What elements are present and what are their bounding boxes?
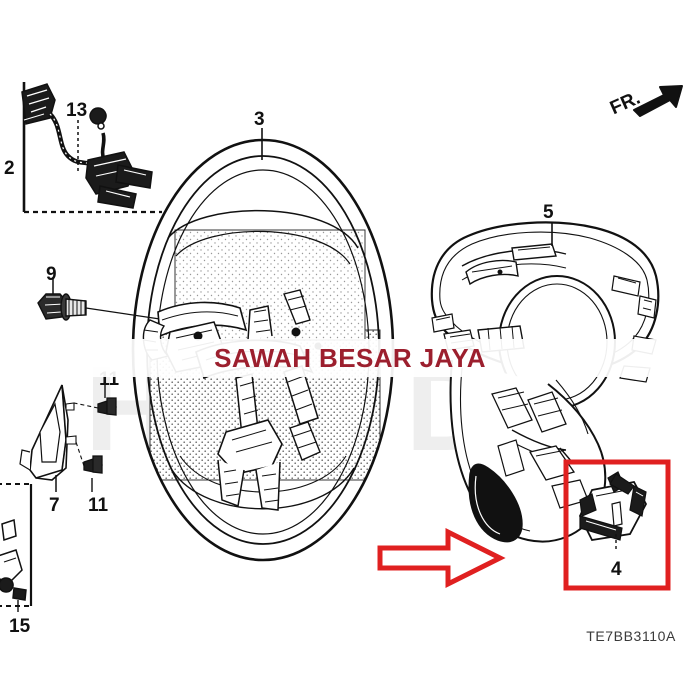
fr-arrow-icon xyxy=(633,85,683,117)
callout-2: 2 xyxy=(4,158,15,179)
part-7-garnish-cover xyxy=(19,384,77,492)
red-arrow xyxy=(377,527,506,589)
callout-9: 9 xyxy=(46,264,57,285)
callout-13: 13 xyxy=(66,100,88,121)
callout-4: 4 xyxy=(611,559,622,580)
callout-15: 15 xyxy=(9,616,31,637)
callout-11-lower: 11 xyxy=(88,495,109,516)
part-code-label: TE7BB3110A xyxy=(586,628,676,644)
part-3-steering-wheel xyxy=(131,128,395,562)
callout-3: 3 xyxy=(254,109,265,130)
part-4-bracket xyxy=(579,471,648,552)
part-13-harness xyxy=(21,83,153,209)
part-11-screws xyxy=(73,380,117,492)
group-box-15 xyxy=(0,483,33,607)
callout-5: 5 xyxy=(543,202,554,223)
part-15-clip xyxy=(0,518,27,612)
highlight-box xyxy=(563,459,671,591)
callout-7: 7 xyxy=(49,495,60,516)
callout-11-upper: 11 xyxy=(99,369,120,390)
